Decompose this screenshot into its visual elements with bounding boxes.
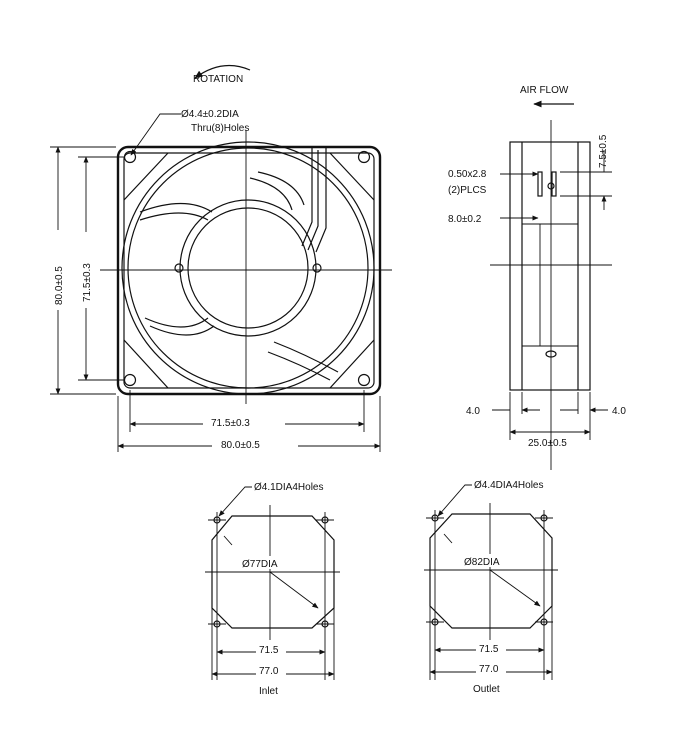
outlet-caption: Outlet bbox=[473, 684, 500, 695]
outlet-spacing: 71.5 bbox=[479, 644, 499, 655]
wire-channel bbox=[301, 148, 327, 253]
hole-callout-diameter: Ø4.4±0.2DIA bbox=[181, 109, 239, 120]
rotation-arrow-icon bbox=[194, 64, 251, 79]
front-view: ROTATION Ø4.4±0.2DIA Thru(8)Holes bbox=[50, 64, 392, 452]
inlet-hole-leader bbox=[218, 486, 252, 517]
flange-left: 4.0 bbox=[466, 406, 480, 417]
rotation-label: ROTATION bbox=[193, 74, 243, 85]
dim-extension-lines bbox=[117, 390, 381, 452]
side-dim-extension bbox=[509, 392, 591, 440]
outlet-diameter: Ø82DIA bbox=[464, 557, 500, 568]
inlet-outline bbox=[211, 515, 335, 629]
terminal-offset: 8.0±0.2 bbox=[448, 214, 482, 225]
motor-hub-outer bbox=[179, 199, 317, 337]
mounting-holes bbox=[123, 150, 371, 387]
outlet-view: Ø4.4DIA4Holes Ø82DIA 71.5 77.0 Outlet bbox=[424, 480, 558, 695]
mounting-hole bbox=[123, 150, 137, 164]
fan-frame-inner bbox=[123, 152, 375, 389]
motor-hub-inner bbox=[187, 207, 309, 329]
side-view: AIR FLOW 0.50x2.8 (2)PLCS 8.0±0.2 7.5±0.… bbox=[448, 85, 626, 470]
dim-width-hole-spacing: 71.5±0.3 bbox=[211, 418, 250, 429]
inlet-hole-callout: Ø4.1DIA4Holes bbox=[254, 482, 323, 493]
outlet-centerlines bbox=[424, 503, 558, 680]
terminal-height: 7.5±0.5 bbox=[598, 134, 609, 168]
inlet-caption: Inlet bbox=[259, 686, 278, 697]
dim-width-overall: 80.0±0.5 bbox=[221, 440, 260, 451]
inlet-diameter-arrows bbox=[223, 535, 318, 608]
venturi-ring-inner bbox=[127, 147, 369, 389]
mounting-hole bbox=[357, 150, 371, 164]
outlet-overall: 77.0 bbox=[479, 664, 499, 675]
mounting-hole bbox=[357, 373, 371, 387]
outlet-outline bbox=[429, 513, 553, 629]
frame-corner-chamfers bbox=[123, 152, 375, 389]
support-spokes bbox=[139, 171, 339, 381]
inlet-view: Ø4.1DIA4Holes Ø77DIA 71.5 77.0 Inlet bbox=[205, 482, 340, 697]
inlet-spacing: 71.5 bbox=[259, 645, 279, 656]
outlet-hole-leader bbox=[437, 484, 472, 517]
outlet-hole-callout: Ø4.4DIA4Holes bbox=[474, 480, 543, 491]
dim-height-extension-lines bbox=[50, 146, 124, 395]
dim-height-hole-spacing: 71.5±0.3 bbox=[82, 263, 93, 302]
hole-callout-leader bbox=[130, 113, 181, 156]
mounting-hole bbox=[123, 373, 137, 387]
fan-side-internal bbox=[522, 223, 578, 347]
depth: 25.0±0.5 bbox=[528, 438, 567, 449]
terminal-size: 0.50x2.8 bbox=[448, 169, 487, 180]
inlet-diameter: Ø77DIA bbox=[242, 559, 278, 570]
terminals bbox=[537, 171, 557, 197]
mounting-hole bbox=[312, 263, 322, 273]
mounting-hole bbox=[174, 263, 184, 273]
venturi-ring-outer bbox=[121, 141, 375, 395]
hole-callout-count: Thru(8)Holes bbox=[191, 123, 249, 134]
fan-side-body bbox=[509, 141, 591, 391]
fan-frame-outer bbox=[116, 145, 382, 396]
inlet-overall: 77.0 bbox=[259, 666, 279, 677]
dim-height-overall: 80.0±0.5 bbox=[54, 266, 65, 305]
flange-right: 4.0 bbox=[612, 406, 626, 417]
terminal-height-ext bbox=[560, 171, 612, 197]
outlet-diameter-arrows bbox=[443, 533, 540, 606]
airflow-label: AIR FLOW bbox=[520, 85, 569, 96]
fan-side-flanges bbox=[521, 142, 579, 390]
terminal-count: (2)PLCS bbox=[448, 185, 487, 196]
